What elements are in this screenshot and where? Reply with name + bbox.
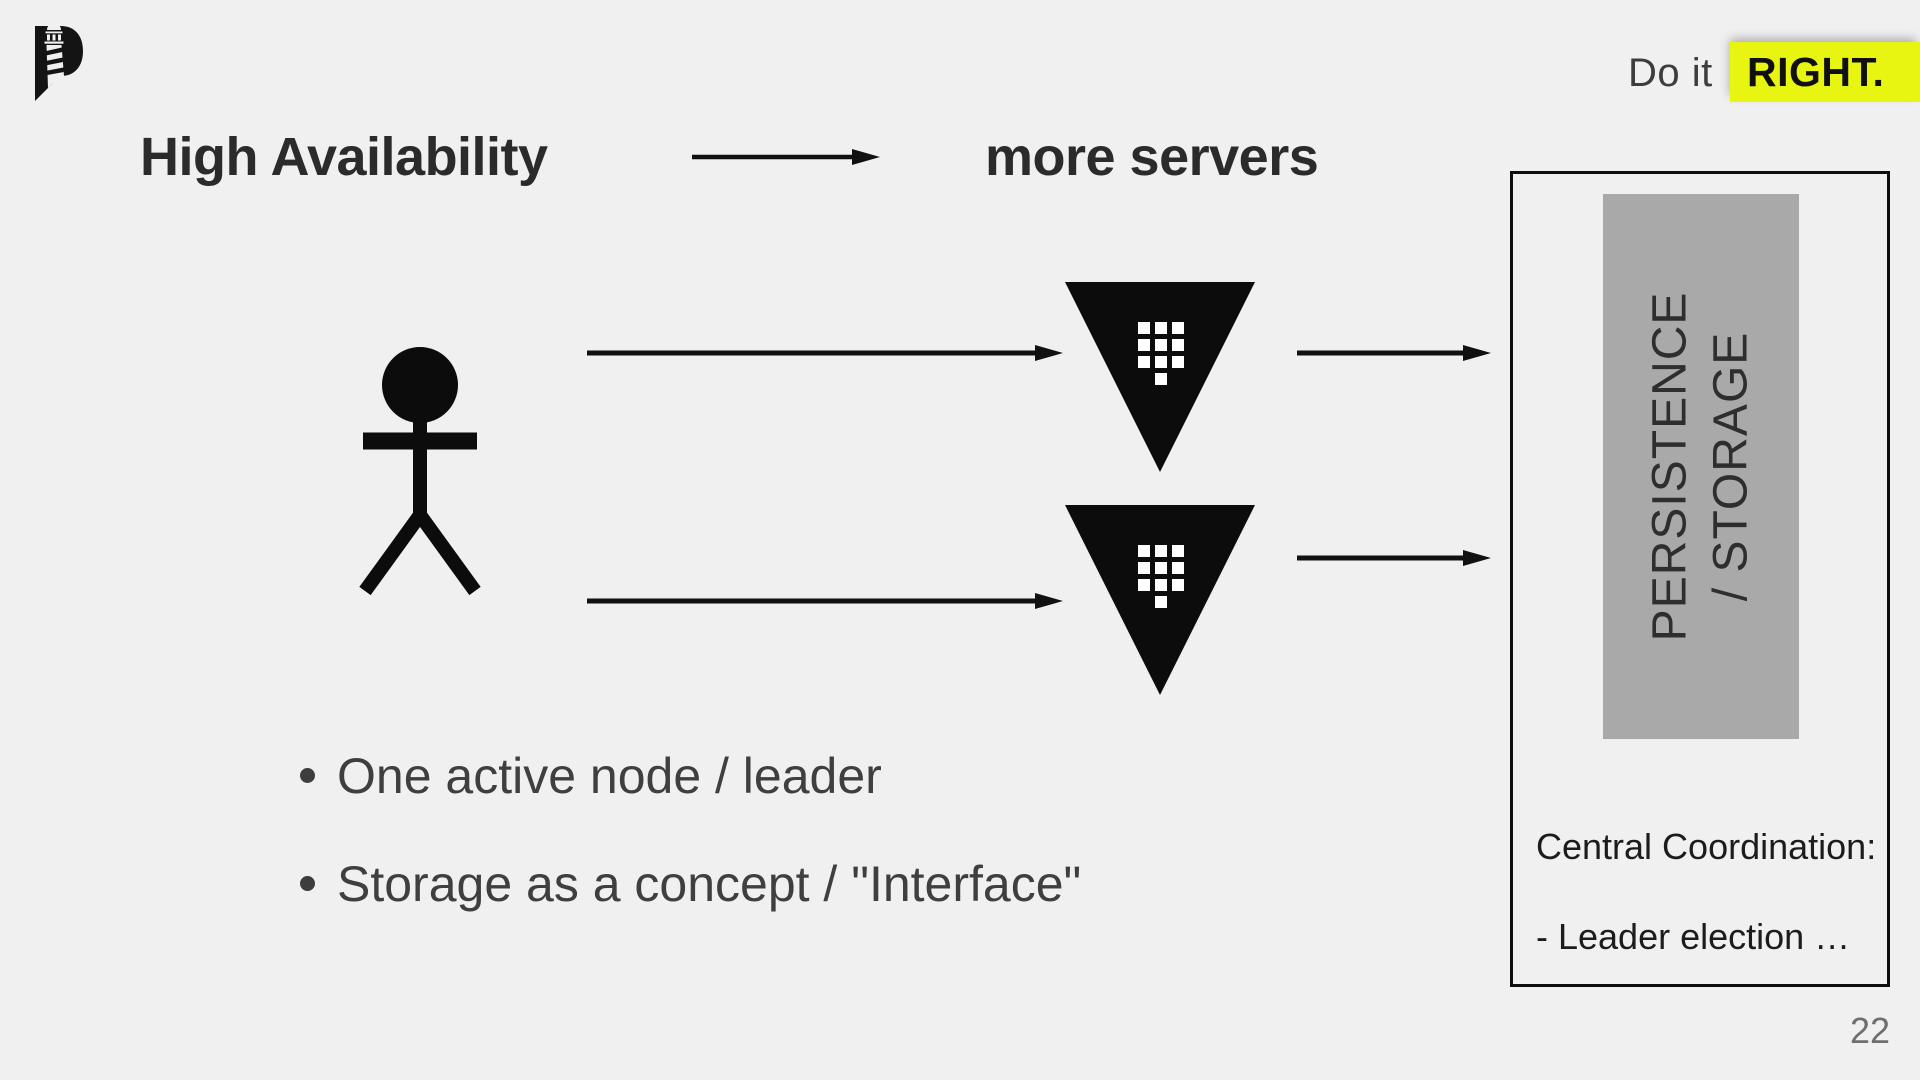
heading-more-servers: more servers: [985, 127, 1319, 187]
storage-panel: PERSISTENCE / STORAGE Central Coordinati…: [1510, 171, 1890, 987]
persistence-storage-label: PERSISTENCE / STORAGE: [1640, 292, 1763, 642]
central-coordination-title: Central Coordination:: [1536, 826, 1877, 867]
arrow-user-to-server-2: [587, 593, 1063, 609]
server-grid: [1138, 545, 1184, 608]
bullet-text: One active node / leader: [337, 748, 882, 804]
persistence-storage-block: PERSISTENCE / STORAGE: [1603, 194, 1799, 739]
server-funnel-icon-2: [1065, 505, 1255, 695]
tagline-highlight: RIGHT.: [1730, 42, 1920, 102]
tagline-prefix: Do it: [1628, 51, 1713, 95]
bullet-dot: [300, 768, 315, 783]
storage-label-line1: PERSISTENCE: [1643, 291, 1697, 642]
heading-arrow-icon: [692, 149, 880, 165]
arrow-server-2-to-storage: [1297, 550, 1491, 566]
page-number: 22: [1849, 1010, 1890, 1051]
arrow-server-1-to-storage: [1297, 345, 1491, 361]
arrow-user-to-server-1: [587, 345, 1063, 361]
bullet-dot: [300, 875, 315, 891]
server-grid: [1138, 322, 1184, 385]
person-icon: [359, 347, 481, 595]
leader-election-item: - Leader election …: [1536, 916, 1851, 957]
list-item: One active node / leader: [300, 748, 1081, 806]
bullet-text: Storage as a concept / "Interface": [337, 855, 1082, 912]
heading-high-availability: High Availability: [140, 127, 548, 187]
lighthouse-p-logo: [35, 24, 83, 101]
list-item: Storage as a concept / "Interface": [300, 856, 1081, 914]
bullet-list: One active node / leader Storage as a co…: [300, 748, 1081, 963]
server-funnel-icon-1: [1065, 282, 1255, 472]
storage-label-line2: / STORAGE: [1705, 331, 1758, 602]
